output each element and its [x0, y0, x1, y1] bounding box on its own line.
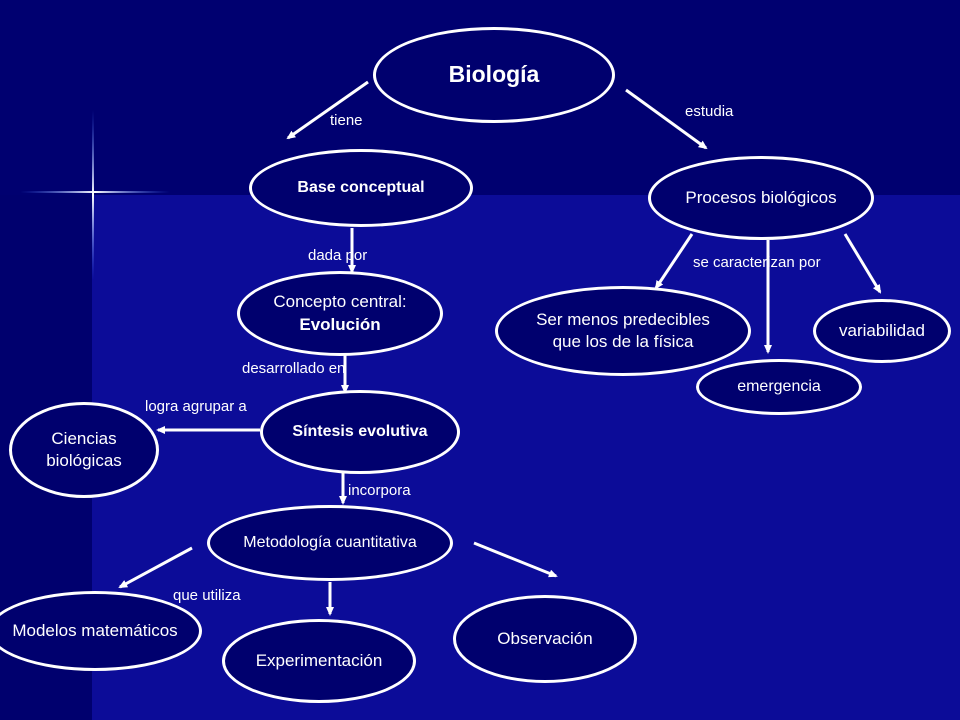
label-tiene: tiene	[330, 112, 363, 129]
arrow-metodologia-observacion	[473, 541, 558, 578]
node-ser-menos-predecibles: Ser menos predecibles que los de la físi…	[495, 286, 751, 376]
node-emergencia: emergencia	[696, 359, 862, 415]
ciencias-line2: biológicas	[46, 451, 122, 470]
concepto-line2: Evolución	[299, 314, 381, 334]
label-dada-por: dada por	[308, 247, 368, 264]
node-modelos-matematicos: Modelos matemáticos	[0, 591, 202, 671]
node-experimentacion: Experimentación	[222, 619, 416, 703]
arrow-procesos-ser	[654, 233, 694, 290]
node-biologia: Biología	[373, 27, 615, 123]
node-metodologia-cuantitativa: Metodología cuantitativa	[207, 505, 453, 581]
ser-line2: que los de la física	[552, 332, 694, 351]
label-que-utiliza: que utiliza	[173, 587, 241, 604]
node-observacion: Observación	[453, 595, 637, 683]
sparkle-icon	[20, 110, 170, 280]
node-concepto-central: Concepto central: Evolución	[237, 271, 443, 356]
node-ciencias-biologicas: Ciencias biológicas	[9, 402, 159, 498]
arrow-biologia-base	[286, 80, 369, 140]
concepto-line1: Concepto central:	[273, 292, 407, 312]
ser-line1: Ser menos predecibles	[536, 309, 710, 329]
arrow-procesos-variabilidad	[843, 233, 882, 294]
node-base-conceptual: Base conceptual	[249, 149, 473, 227]
label-incorpora: incorpora	[348, 482, 411, 499]
arrow-biologia-procesos	[625, 88, 708, 150]
label-estudia: estudia	[685, 103, 734, 120]
label-se-caracterizan-por: se caracterizan por	[693, 254, 821, 271]
node-sintesis-evolutiva: Síntesis evolutiva	[260, 390, 460, 474]
label-desarrollado-en: desarrollado en	[242, 360, 346, 377]
node-procesos-biologicos: Procesos biológicos	[648, 156, 874, 240]
label-logra-agrupar-a: logra agrupar a	[145, 398, 247, 415]
arrow-metodologia-modelos	[118, 546, 193, 589]
node-variabilidad: variabilidad	[813, 299, 951, 363]
ciencias-line1: Ciencias	[51, 428, 117, 448]
